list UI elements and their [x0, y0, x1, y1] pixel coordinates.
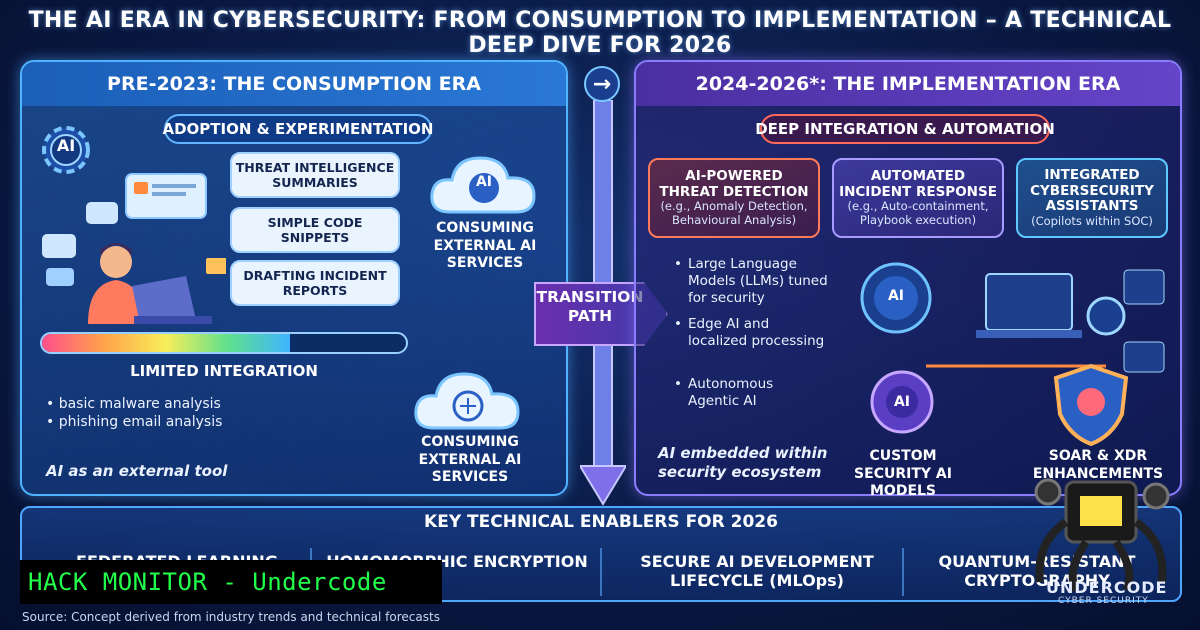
integration-level-bar: [40, 332, 408, 354]
undercode-logo-text: UNDERCODE: [1046, 578, 1168, 597]
cloud-ai-icon: [430, 156, 536, 214]
card-incident-response: AUTOMATED INCIDENT RESPONSE (e.g., Auto-…: [832, 158, 1004, 238]
card-incident-response-title: AUTOMATED INCIDENT RESPONSE: [839, 168, 997, 200]
list-llms: Large Language Models (LLMs) tuned for s…: [674, 256, 828, 307]
integration-label: LIMITED INTEGRATION: [130, 362, 318, 380]
enabler-divider: [600, 548, 602, 596]
card-threat-detection-title: AI-POWERED THREAT DETECTION: [659, 168, 809, 200]
bubble-incident-reports: DRAFTING INCIDENT REPORTS: [230, 260, 400, 306]
integration-level-fill: [42, 334, 290, 352]
consumption-era-panel: PRE-2023: THE CONSUMPTION ERA ADOPTION &…: [20, 60, 568, 496]
cloud-bottom-label: CONSUMING EXTERNAL AI SERVICES: [418, 434, 522, 485]
bullet-phishing: • phishing email analysis: [46, 414, 223, 430]
bubble-code-snippets: SIMPLE CODE SNIPPETS: [230, 207, 400, 253]
card-assistants-detail: (Copilots within SOC): [1031, 213, 1153, 228]
card-assistants: INTEGRATED CYBERSECURITY ASSISTANTS (Cop…: [1016, 158, 1168, 238]
card-threat-detection: AI-POWERED THREAT DETECTION (e.g., Anoma…: [648, 158, 820, 238]
bullet-phishing-text: phishing email analysis: [58, 414, 223, 430]
ai-gear-icon: [42, 126, 90, 174]
bubble-threat-intel: THREAT INTELLIGENCE SUMMARIES: [230, 152, 400, 198]
list-edge-ai: Edge AI and localized processing: [674, 316, 828, 350]
source-note: Source: Concept derived from industry tr…: [22, 610, 440, 624]
card-incident-response-detail: (e.g., Auto-containment, Playbook execut…: [847, 199, 989, 227]
hub-ai-badge: AI: [887, 288, 905, 304]
cloud-top-label: CONSUMING EXTERNAL AI SERVICES: [433, 220, 537, 271]
ai-network-illustration: [860, 262, 1165, 373]
consumption-era-header: PRE-2023: THE CONSUMPTION ERA: [22, 62, 566, 106]
implementation-era-panel: 2024-2026*: THE IMPLEMENTATION ERA DEEP …: [634, 60, 1182, 499]
transition-arrow-icon: →: [584, 66, 620, 102]
adoption-pill: ADOPTION & EXPERIMENTATION: [163, 114, 434, 144]
enabler-divider: [902, 548, 904, 596]
card-assistants-title: INTEGRATED CYBERSECURITY ASSISTANTS: [1030, 167, 1154, 215]
custom-models-brain-icon: [870, 370, 934, 434]
soar-xdr-label: SOAR & XDR ENHANCEMENTS: [1032, 448, 1164, 482]
bullet-malware: • basic malware analysis: [46, 396, 221, 412]
robot-mascot-logo: [1034, 478, 1170, 592]
embedded-caption: AI embedded within security ecosystem: [658, 444, 828, 481]
page-title: THE AI ERA IN CYBERSECURITY: FROM CONSUM…: [28, 8, 1172, 58]
card-threat-detection-detail: (e.g., Anomaly Detection, Behavioural An…: [660, 199, 808, 227]
list-agentic-ai: Autonomous Agentic AI: [674, 376, 828, 410]
enabler-secure-ai: SECURE AI DEVELOPMENT LIFECYCLE (MLOps): [640, 552, 874, 591]
cloud-ai-badge: AI: [475, 174, 493, 190]
cloud-brain-icon: [414, 372, 520, 430]
deep-integration-pill: DEEP INTEGRATION & AUTOMATION: [755, 114, 1055, 144]
undercode-logo-subtext: CYBER SECURITY: [1058, 596, 1149, 606]
hack-monitor-banner: HACK MONITOR - Undercode: [20, 560, 442, 604]
custom-models-label: CUSTOM SECURITY AI MODELS: [854, 448, 952, 499]
person-laptop-illustration: [42, 173, 226, 324]
key-enablers-header: KEY TECHNICAL ENABLERS FOR 2026: [424, 512, 778, 532]
ai-badge-label: AI: [56, 136, 76, 155]
shield-wrench-icon: [1053, 363, 1129, 447]
external-tool-caption: AI as an external tool: [46, 462, 228, 480]
bullet-malware-text: basic malware analysis: [58, 396, 221, 412]
transition-path-label: TRANSITION PATH: [536, 288, 644, 325]
implementation-era-header: 2024-2026*: THE IMPLEMENTATION ERA: [636, 62, 1180, 106]
custom-models-ai-badge: AI: [893, 394, 911, 410]
